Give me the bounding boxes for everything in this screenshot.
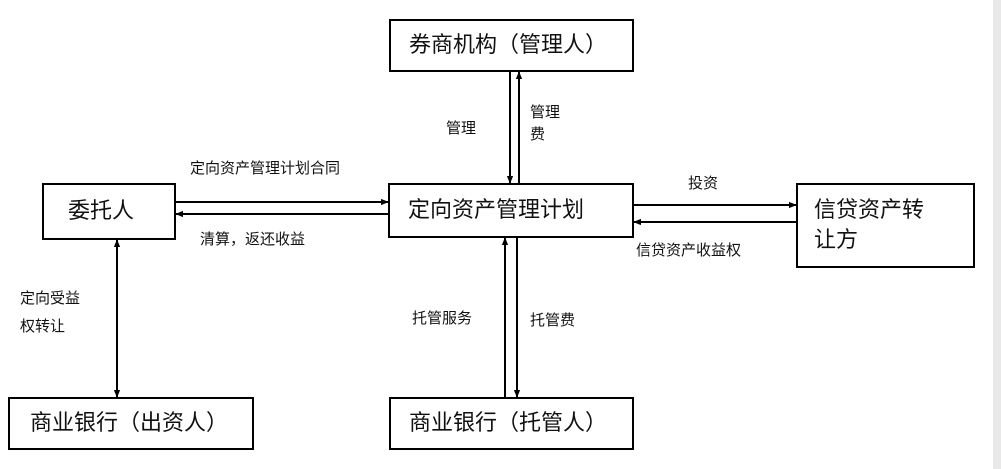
- label-contract: 定向资产管理计划合同: [190, 159, 341, 177]
- node-bank-custodian: 商业银行（托管人）: [389, 397, 634, 450]
- label-management-fee-line1: 管理: [530, 103, 561, 121]
- label-custody-service: 托管服务: [412, 309, 473, 327]
- label-beneficial-transfer-line2: 权转让: [20, 316, 66, 335]
- node-broker-label: 券商机构（管理人）: [409, 32, 608, 58]
- node-transferor-label-line2: 让方: [814, 227, 859, 253]
- node-transferor-label-line1: 信贷资产转: [814, 197, 925, 223]
- label-management-fee-line2: 费: [530, 124, 546, 143]
- label-management-fee: 管理 费: [530, 102, 560, 146]
- node-plan: 定向资产管理计划: [388, 183, 634, 238]
- node-broker: 券商机构（管理人）: [389, 19, 634, 72]
- label-settlement: 清算，返还收益: [200, 230, 306, 248]
- node-bank-custodian-label: 商业银行（托管人）: [409, 410, 608, 436]
- label-credit-asset-income: 信贷资产收益权: [636, 241, 742, 259]
- node-trustor-label: 委托人: [68, 198, 135, 224]
- label-beneficial-transfer: 定向受益 权转让: [20, 288, 80, 338]
- scrollbar-strip: [993, 0, 1001, 469]
- label-management: 管理: [446, 119, 477, 137]
- node-plan-label: 定向资产管理计划: [408, 197, 585, 223]
- label-custody-fee: 托管费: [530, 311, 576, 329]
- label-investment: 投资: [688, 174, 719, 192]
- node-transferor: 信贷资产转 让方: [796, 183, 975, 268]
- label-beneficial-transfer-line1: 定向受益: [20, 289, 81, 307]
- node-bank-investor: 商业银行（出资人）: [8, 397, 254, 450]
- node-trustor: 委托人: [42, 183, 176, 240]
- node-bank-investor-label: 商业银行（出资人）: [30, 410, 229, 436]
